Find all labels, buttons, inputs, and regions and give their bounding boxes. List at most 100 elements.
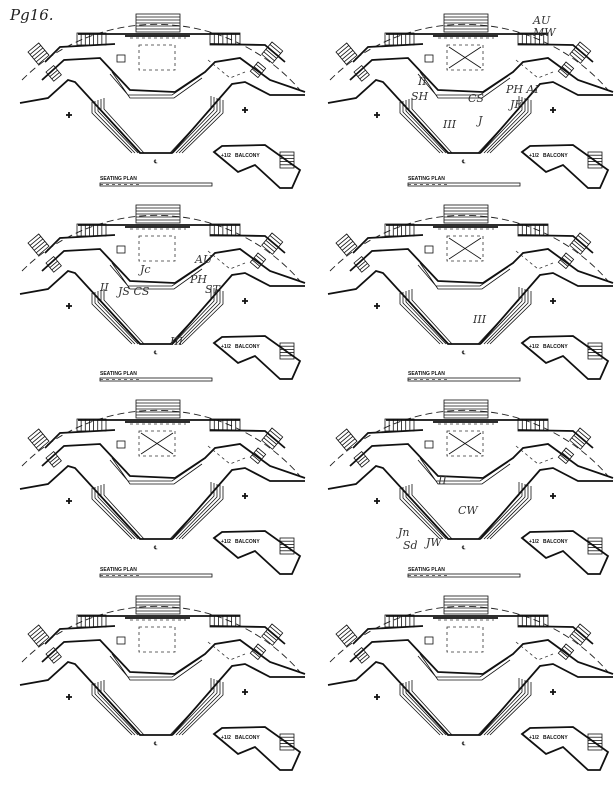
- balcony-edge: [41, 443, 306, 479]
- stair-line: [559, 650, 569, 658]
- left-seating-row: [408, 290, 450, 345]
- left-seating-row: [405, 486, 447, 540]
- cross-marker: [242, 689, 248, 695]
- stair: [27, 233, 50, 256]
- stair-line: [571, 633, 583, 644]
- stair-line: [571, 51, 583, 62]
- balcony-edge: [349, 57, 614, 93]
- balcony-rail: [517, 234, 594, 254]
- balcony-outline: [212, 335, 302, 380]
- stair: [569, 232, 592, 255]
- centerline-label: ℄: [461, 544, 466, 551]
- stair-line: [33, 436, 46, 446]
- right-seating-row: [175, 98, 218, 154]
- auditorium-wall: [327, 660, 613, 736]
- handwritten-annotation: JS CS: [116, 285, 150, 298]
- cross-marker: [242, 298, 248, 304]
- stair-line: [563, 254, 572, 263]
- balcony-rail: [352, 43, 424, 63]
- balcony-label: BALCONY: [235, 344, 260, 350]
- right-seating-row: [172, 97, 215, 154]
- left-seating-row: [408, 485, 450, 540]
- scale-label: SEATING PLAN: [408, 371, 445, 377]
- balcony-rail: [44, 234, 116, 254]
- stair-line: [29, 431, 42, 441]
- stair-line: [575, 46, 587, 57]
- left-stair: [335, 42, 358, 65]
- stair: [557, 643, 575, 661]
- left-seating-row: [94, 487, 136, 540]
- balcony-rail: [517, 429, 594, 449]
- sightline-arc: [21, 605, 301, 673]
- centerline-label: ℄: [153, 740, 158, 747]
- left-seating-row: [405, 100, 447, 154]
- stair: [569, 427, 592, 450]
- left-seating-row: [402, 101, 444, 154]
- scale-bar: [99, 573, 213, 578]
- stair-line: [561, 452, 571, 460]
- stair-line: [573, 435, 585, 445]
- balcony-stair: [279, 342, 295, 360]
- left-seating-row: [402, 487, 444, 540]
- scale-label: SEATING PLAN: [100, 176, 137, 182]
- left-seating-row: [100, 290, 142, 345]
- left-seating-row: [405, 291, 447, 345]
- stage-edge: [386, 33, 548, 37]
- stair-line: [51, 458, 60, 466]
- stair-line: [35, 52, 48, 63]
- orchestra-pit: [138, 626, 176, 653]
- stair-line: [575, 432, 587, 443]
- handwritten-annotation: MW: [532, 26, 557, 39]
- stair-line: [267, 237, 279, 248]
- right-seating-row: [480, 288, 523, 345]
- right-stair: [249, 643, 267, 661]
- auditorium-wall: [19, 78, 305, 154]
- stair-line: [255, 63, 264, 72]
- stair-line: [563, 63, 572, 72]
- handwritten-annotation: III: [472, 313, 487, 326]
- left-seating-row: [100, 485, 142, 540]
- right-seating-row: [480, 483, 523, 540]
- left-stair: [335, 624, 358, 647]
- balcony-stair: [587, 537, 603, 555]
- left-stair: [45, 451, 62, 468]
- stair: [261, 427, 284, 450]
- left-seating-row: [94, 101, 136, 154]
- stair-line: [573, 49, 585, 59]
- stair-line: [31, 238, 44, 249]
- centerline-label: ℄: [461, 740, 466, 747]
- stair-line: [577, 626, 589, 636]
- right-seating-row: [181, 291, 224, 345]
- booth: [116, 54, 126, 63]
- stair-line: [35, 243, 48, 254]
- stair: [335, 42, 358, 65]
- scale-bar: [407, 377, 521, 382]
- stair-line: [269, 235, 281, 245]
- stair-line: [355, 649, 364, 657]
- orchestra-pit: [446, 430, 484, 457]
- left-seating-row: [100, 99, 142, 154]
- sightline-arc: [21, 23, 301, 91]
- stair-line: [355, 258, 364, 266]
- cross-marker: [242, 493, 248, 499]
- stair-line: [265, 49, 277, 59]
- right-stair: [557, 447, 575, 465]
- stair-line: [251, 259, 261, 267]
- right-seating-row: [480, 97, 523, 154]
- stair-line: [561, 66, 571, 74]
- centerline-label: ℄: [461, 349, 466, 356]
- stair-line: [343, 438, 356, 449]
- orchestra-pit: [446, 44, 484, 71]
- right-stair: [557, 643, 575, 661]
- right-stair: [261, 41, 284, 64]
- handwritten-annotation: II: [99, 281, 109, 294]
- right-seating-row: [172, 679, 215, 736]
- stair-line: [33, 632, 46, 642]
- right-seating-row: [489, 486, 532, 540]
- stair-line: [559, 454, 569, 462]
- cross-marker: [550, 689, 556, 695]
- stair: [45, 65, 62, 82]
- stair-line: [31, 47, 44, 58]
